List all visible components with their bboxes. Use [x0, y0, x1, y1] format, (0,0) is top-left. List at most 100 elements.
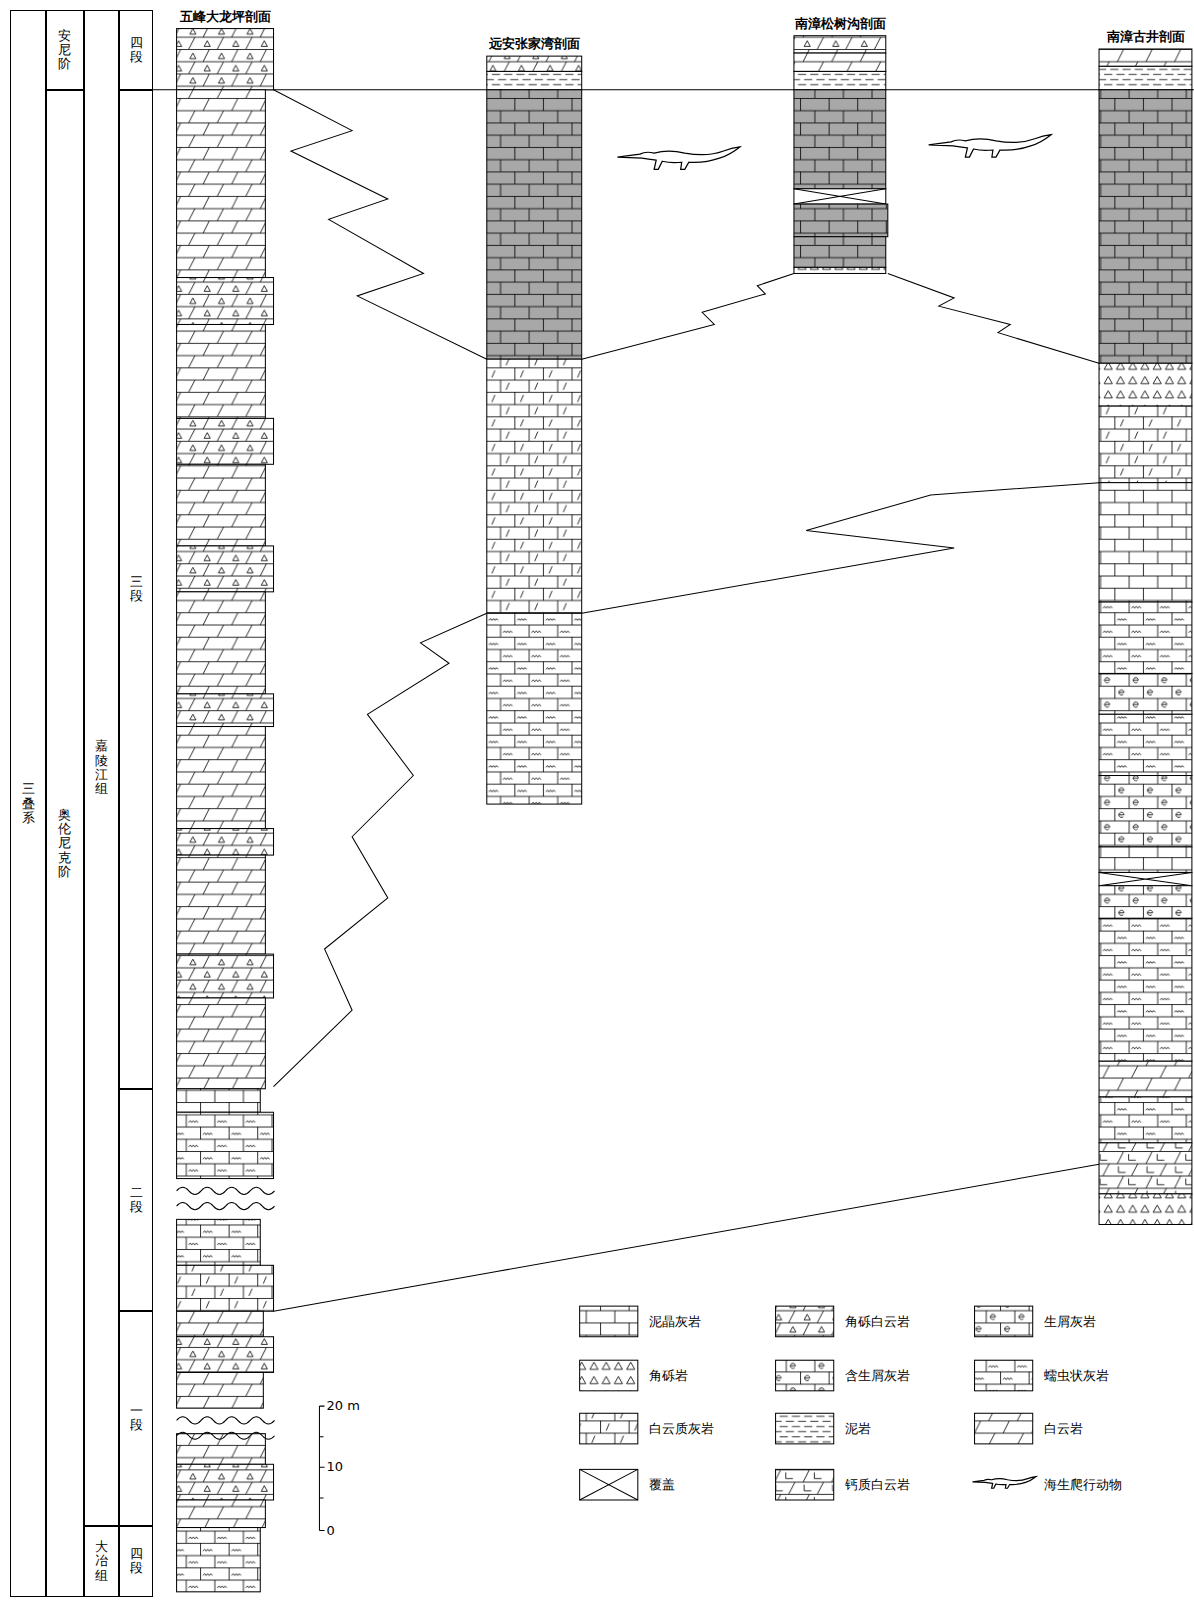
- unconformity-wave: [177, 1417, 275, 1424]
- covered-interval: [580, 1469, 638, 1500]
- unit-name: 四段: [130, 36, 143, 65]
- lithology-unit: [776, 1360, 834, 1391]
- legend-swatch: [975, 1306, 1033, 1337]
- cover-cross: [794, 189, 886, 204]
- lithology-unit: [177, 324, 266, 418]
- section-strata: [794, 36, 888, 274]
- scale-label: 20 m: [327, 1398, 360, 1414]
- lithology-unit: [794, 71, 886, 89]
- lithology-unit: [177, 464, 266, 546]
- section-title: 南漳松树沟剖面: [795, 15, 886, 33]
- lithology-unit: [177, 855, 266, 954]
- stratigraphic-band: 三叠系: [10, 10, 46, 1597]
- lithology-unit: [580, 1360, 638, 1391]
- lithology-unit: [177, 954, 274, 998]
- unit-name: 大冶组: [95, 1540, 108, 1583]
- legend-swatch: [580, 1413, 638, 1444]
- lithology-unit: [177, 1464, 274, 1500]
- stratigraphic-band: 嘉陵江组: [84, 10, 120, 1525]
- lithology-unit: [177, 278, 274, 325]
- correlation-line: [582, 273, 794, 359]
- legend-text: 角砾白云岩: [845, 1314, 910, 1330]
- lithology-unit: [177, 1265, 274, 1311]
- stratigraphic-band: 四段: [119, 10, 153, 90]
- legend-text: 白云岩: [1044, 1421, 1083, 1437]
- lithology-unit: [794, 237, 886, 268]
- legend-swatch: [975, 1413, 1033, 1444]
- unit-name: 三叠系: [22, 782, 35, 825]
- lithology-unit: [794, 90, 886, 189]
- cover-cross: [1099, 872, 1192, 885]
- unconformity-wave: [177, 1432, 275, 1439]
- unit-name: 一段: [130, 1404, 143, 1433]
- legend-text: 海生爬行动物: [1044, 1477, 1122, 1493]
- lithology-unit: [177, 998, 266, 1089]
- lithology-unit: [975, 1306, 1033, 1337]
- lithology-unit: [1099, 918, 1192, 1061]
- legend-swatch: [580, 1469, 638, 1500]
- boundary-line: [119, 89, 1193, 90]
- lithology-unit: [776, 1469, 834, 1500]
- stratigraphic-band: 大冶组: [84, 1526, 120, 1597]
- lithology-unit: [1099, 886, 1192, 919]
- lithology-unit: [177, 418, 274, 464]
- correlation-line: [274, 90, 487, 359]
- legend-text: 泥晶灰岩: [649, 1314, 701, 1330]
- unit-name: 安尼阶: [58, 29, 71, 72]
- lithology-unit: [1099, 1097, 1192, 1143]
- lithology-unit: [487, 613, 582, 804]
- legend-swatch: [973, 1477, 1037, 1489]
- lithology-unit: [177, 1372, 264, 1408]
- lithology-unit: [177, 1528, 261, 1592]
- lithology-unit: [177, 1434, 266, 1465]
- lithology-unit: [177, 727, 266, 829]
- lithology-unit: [1099, 602, 1192, 673]
- lithology-unit: [1099, 1061, 1192, 1097]
- section-strata: [1099, 49, 1192, 1225]
- scale-bar: [319, 1406, 324, 1530]
- lithology-unit: [1099, 66, 1192, 89]
- lithology-unit: [177, 1089, 261, 1112]
- section-column: 南漳古井剖面: [1099, 49, 1192, 1225]
- legend-text: 含生屑灰岩: [845, 1368, 910, 1384]
- legend-text: 泥岩: [845, 1421, 871, 1437]
- unconformity-wave: [177, 1203, 275, 1210]
- legend-text: 角砾岩: [649, 1368, 688, 1384]
- section-column: 南漳松树沟剖面: [794, 36, 888, 274]
- lithology-unit: [1099, 714, 1192, 775]
- legend-swatch: [776, 1413, 834, 1444]
- lithology-unit: [1099, 1194, 1192, 1225]
- reptile-icon: [973, 1477, 1037, 1489]
- lithology-unit: [177, 29, 274, 90]
- lithology-unit: [1099, 776, 1192, 847]
- legend-text: 白云质灰岩: [649, 1421, 714, 1437]
- lithology-unit: [177, 829, 274, 856]
- correlation-line: [274, 613, 487, 1086]
- lithology-unit: [177, 546, 274, 592]
- section-column: 远安张家湾剖面: [487, 56, 582, 804]
- lithology-unit: [794, 36, 886, 53]
- lithology-unit: [177, 694, 274, 727]
- legend-swatch: [776, 1469, 834, 1500]
- legend-text: 钙质白云岩: [845, 1477, 910, 1493]
- lithology-unit: [177, 1311, 264, 1337]
- section-title: 南漳古井剖面: [1107, 28, 1185, 46]
- unit-name: 嘉陵江组: [95, 739, 108, 796]
- lithology-unit: [580, 1413, 638, 1444]
- lithology-unit: [794, 267, 886, 273]
- lithology-unit: [1099, 406, 1192, 483]
- section-title: 远安张家湾剖面: [489, 35, 580, 53]
- section-strata: [487, 56, 582, 804]
- legend-swatch: [776, 1306, 834, 1337]
- unit-name: 二段: [130, 1186, 143, 1215]
- lithology-unit: [1099, 483, 1192, 602]
- lithology-unit: [1099, 673, 1192, 714]
- stratigraphic-band: 一段: [119, 1311, 153, 1525]
- unit-name: 奥伦尼克阶: [58, 808, 71, 879]
- lithology-unit: [794, 53, 886, 71]
- lithology-unit: [975, 1413, 1033, 1444]
- legend-swatch: [975, 1360, 1033, 1391]
- section-column: 五峰大龙坪剖面: [177, 29, 274, 1592]
